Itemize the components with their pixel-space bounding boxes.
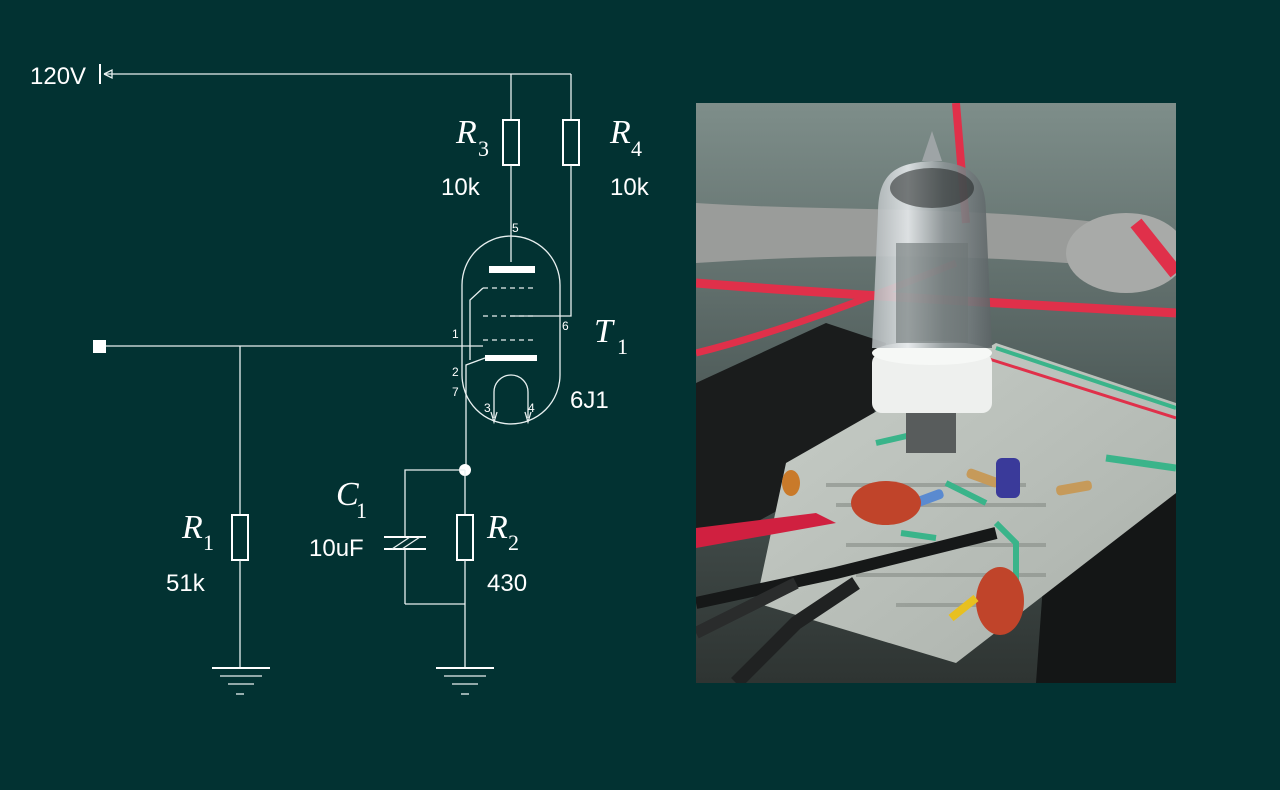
c1-subscript: 1 [356,498,367,523]
resistor-r1: R 1 51k [166,509,249,668]
tube-model: 6J1 [570,387,609,414]
r3-subscript: 3 [478,136,489,161]
ground-r2 [436,667,494,695]
r4-letter: R [609,114,631,151]
ground-r1 [212,667,270,695]
t1-subscript: 1 [617,334,628,359]
vacuum-tube-t1: 5 6 1 2 7 3 4 T 1 6J1 [452,221,628,470]
r4-subscript: 4 [631,136,642,161]
pin-6: 6 [562,319,569,333]
t1-letter: T [594,313,615,350]
supply-rail: 120V [30,63,572,120]
r1-subscript: 1 [203,530,214,555]
pin-2: 2 [452,365,459,379]
pin-3: 3 [484,401,491,415]
resistor-r4: R 4 10k [510,114,650,317]
svg-text:R: R [609,114,631,151]
pin-5: 5 [512,221,519,235]
pin-7: 7 [452,385,459,399]
svg-text:R: R [455,114,477,151]
r4-value: 10k [610,174,650,201]
r3-value: 10k [441,174,481,201]
pin-1: 1 [452,327,459,341]
c1-letter: C [336,476,359,513]
r2-subscript: 2 [508,530,519,555]
pin-4: 4 [528,401,535,415]
r2-value: 430 [487,570,527,597]
input-line [93,340,483,515]
capacitor-c1: C 1 10uF [309,476,426,562]
c1-value: 10uF [309,535,364,562]
r1-letter: R [181,509,203,546]
resistor-r2: R 2 430 [456,509,527,668]
tube-breadboard-photo [696,103,1176,683]
resistor-r3: R 3 10k [441,114,520,262]
r1-value: 51k [166,570,206,597]
cathode-network [404,464,471,605]
r3-letter: R [455,114,477,151]
r2-letter: R [486,509,508,546]
supply-label: 120V [30,63,86,90]
